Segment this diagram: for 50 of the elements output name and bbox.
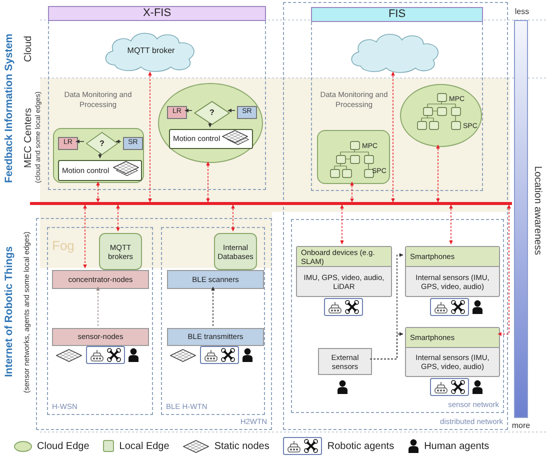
connector-arrow (206, 162, 210, 202)
layer-label: Fog (52, 237, 76, 252)
connector-arrow (436, 144, 440, 202)
legend-label: Cloud Edge (37, 440, 90, 454)
frame-header: FIS (311, 7, 483, 22)
connector-arrow (83, 204, 87, 268)
connector-arrow (98, 152, 102, 158)
gradient-scale-bar (514, 20, 528, 418)
connector-arrow (340, 204, 344, 244)
connector-arrow (148, 72, 152, 202)
device-card (405, 246, 500, 297)
connector-arrow (116, 204, 120, 232)
tier-label: Cloud (22, 34, 34, 64)
scale-label: less (514, 6, 530, 18)
connector-arrow (449, 204, 453, 244)
local-edge-box (53, 128, 144, 183)
network-bus (30, 202, 512, 205)
network-boundary (283, 2, 508, 430)
connector-arrow (208, 122, 212, 128)
connector-arrow (76, 140, 84, 144)
connector-arrow (211, 286, 215, 326)
device-card (405, 327, 500, 377)
section-title: Internet of Robotic Things (2, 246, 16, 380)
connector-arrow (96, 286, 100, 326)
connector-arrow (391, 72, 395, 202)
decision-diamond: ? (194, 101, 230, 125)
legend-label: Robotic agents (327, 440, 394, 454)
connector-arrow (498, 204, 511, 336)
connector-arrow (231, 204, 235, 232)
legend-label: Local Edge (119, 440, 170, 454)
control-box (58, 160, 142, 181)
connector-arrow (184, 108, 192, 112)
control-box (169, 129, 253, 149)
connector-arrow (228, 108, 236, 112)
frame-header: X-FIS (48, 6, 266, 21)
connector-arrow (116, 140, 122, 144)
legend-label: Static nodes (214, 440, 270, 454)
system-frame (48, 6, 266, 190)
connector-arrow (350, 182, 354, 202)
tier-label: MEC Centers (22, 106, 34, 170)
connector-arrow (370, 332, 404, 360)
scale-label: more (510, 420, 532, 432)
device-card (296, 246, 392, 297)
connector-arrow (96, 182, 100, 202)
section-title: Feedback Information System (2, 32, 16, 185)
legend-label: Human agents (424, 440, 490, 454)
local-edge-box (317, 130, 390, 184)
axis-title: Location awareness (532, 164, 544, 257)
system-frame (311, 7, 483, 191)
decision-diamond: ? (86, 132, 118, 155)
